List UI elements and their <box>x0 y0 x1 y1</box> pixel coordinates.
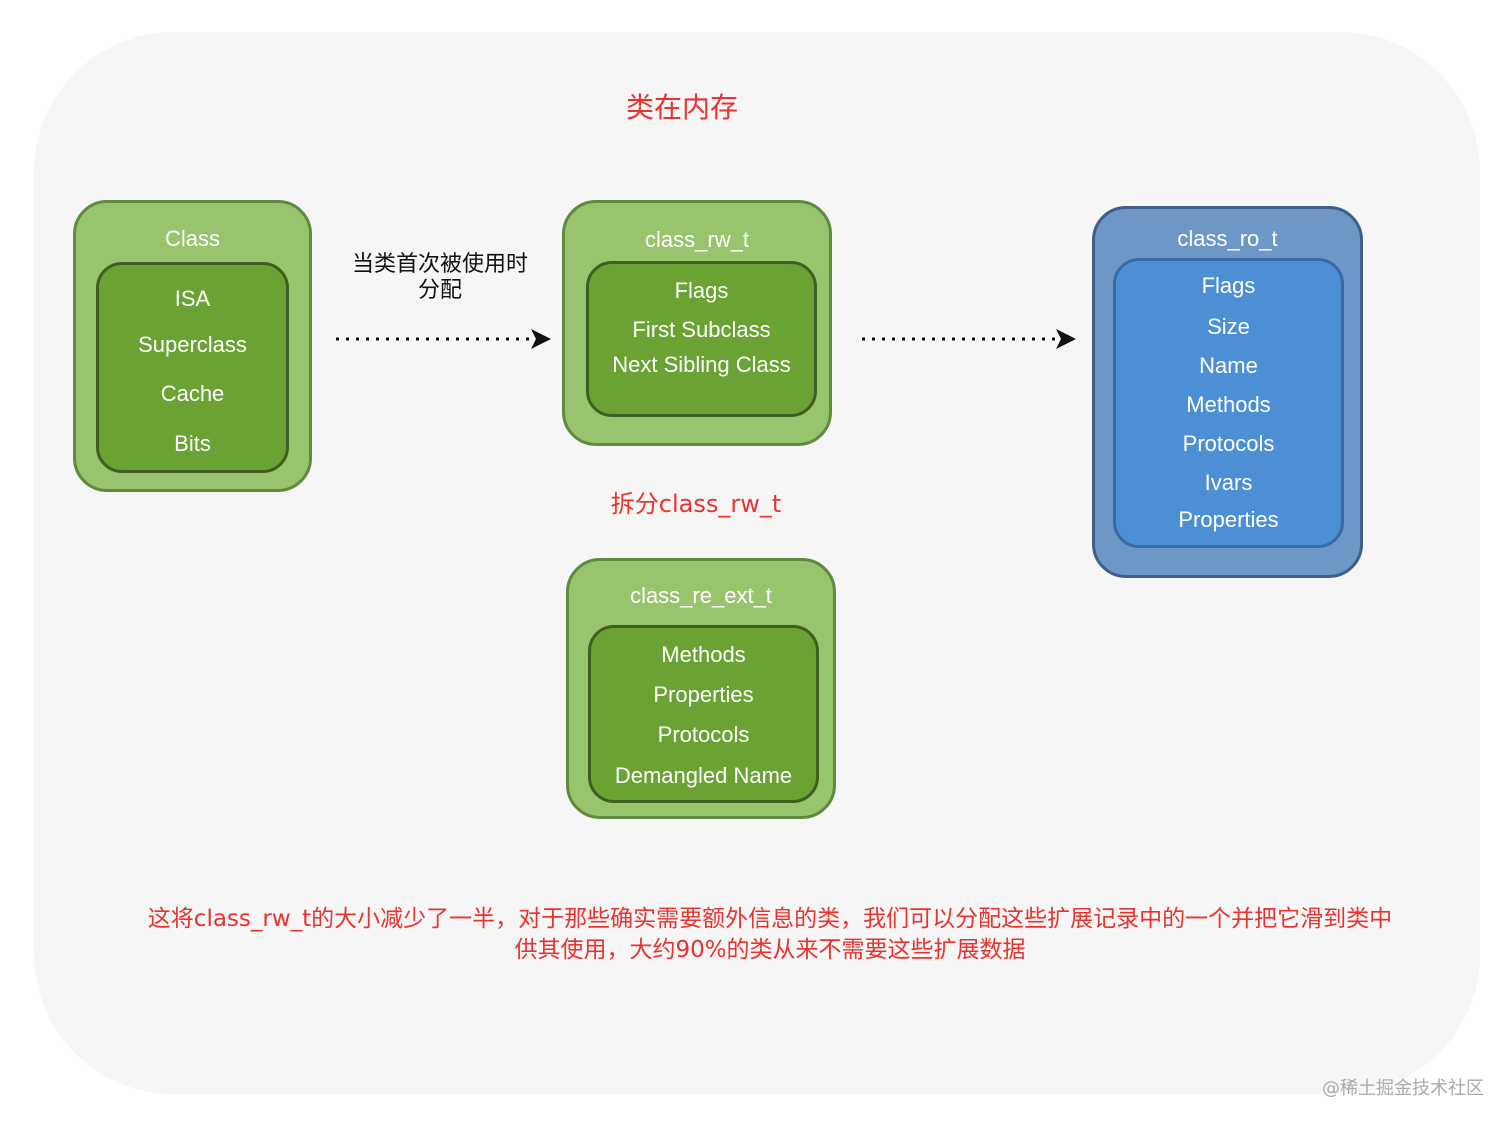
rw-box-fields: Flags First Subclass Next Sibling Class <box>586 261 817 417</box>
class-field-bits: Bits <box>174 431 211 456</box>
ro-field-protocols: Protocols <box>1182 431 1275 456</box>
ext-field-properties: Properties <box>653 682 754 707</box>
rw-to-ro-arrowhead <box>1056 329 1076 349</box>
ro-box: class_ro_t Flags Size Name Methods Proto… <box>1092 206 1363 578</box>
ext-box-fields: Methods Properties Protocols Demangled N… <box>588 625 819 803</box>
ext-field-methods: Methods <box>661 642 746 667</box>
ext-box-title: class_re_ext_t <box>630 583 772 608</box>
summary-note-line1: 这将class_rw_t的大小减少了一半，对于那些确实需要额外信息的类，我们可以… <box>147 906 1393 932</box>
diagram-title: 类在内存 <box>625 91 738 124</box>
watermark: @稀土掘金技术社区 <box>1322 1078 1484 1099</box>
ro-field-properties: Properties <box>1178 507 1279 532</box>
ext-field-protocols: Protocols <box>657 722 750 747</box>
class-field-isa: ISA <box>174 286 211 311</box>
class-box-title: Class <box>164 226 220 251</box>
summary-note: 这将class_rw_t的大小减少了一半，对于那些确实需要额外信息的类，我们可以… <box>60 904 1480 966</box>
ro-box-title: class_ro_t <box>1177 226 1278 251</box>
ro-field-size: Size <box>1207 314 1250 339</box>
ext-field-demangled-name: Demangled Name <box>614 763 793 788</box>
class-field-superclass: Superclass <box>138 332 247 357</box>
rw-field-flags: Flags <box>674 278 729 303</box>
class-to-rw-arrowhead <box>531 329 551 349</box>
ro-field-name: Name <box>1199 353 1258 378</box>
ro-field-methods: Methods <box>1186 392 1271 417</box>
summary-note-line2: 供其使用，大约90%的类从来不需要这些扩展数据 <box>514 937 1026 963</box>
split-label: 拆分class_rw_t <box>610 490 782 518</box>
ext-box: class_re_ext_t Methods Properties Protoc… <box>566 558 836 819</box>
class-box-fields: ISA Superclass Cache Bits <box>96 262 289 473</box>
allocation-label-line1: 当类首次被使用时 <box>351 252 528 277</box>
rw-field-next-sibling-class: Next Sibling Class <box>612 352 791 377</box>
class-box: Class ISA Superclass Cache Bits <box>73 200 312 492</box>
rw-box-title: class_rw_t <box>645 227 749 252</box>
rw-field-first-subclass: First Subclass <box>632 317 771 342</box>
allocation-label-line2: 分配 <box>417 278 462 303</box>
class-field-cache: Cache <box>160 381 225 406</box>
ro-box-fields: Flags Size Name Methods Protocols Ivars … <box>1113 258 1344 548</box>
allocation-label: 当类首次被使用时 分配 <box>340 252 540 304</box>
rw-box: class_rw_t Flags First Subclass Next Sib… <box>562 200 832 446</box>
ro-field-ivars: Ivars <box>1204 470 1253 495</box>
ro-field-flags: Flags <box>1201 273 1256 298</box>
